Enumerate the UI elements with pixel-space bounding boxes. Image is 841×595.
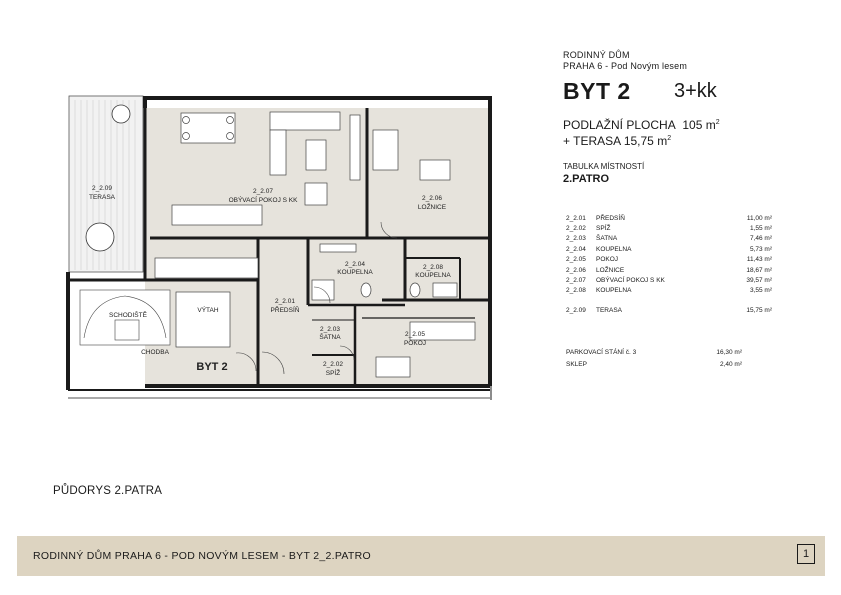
footer-bar: RODINNÝ DŮM PRAHA 6 - POD NOVÝM LESEM - … <box>17 536 825 576</box>
bedroom-name: LOŽNICE <box>418 202 447 211</box>
terrace-name: TERASA <box>89 194 116 201</box>
room-05-code: 2_2.05 <box>405 331 425 338</box>
room-table-title: TABULKA MÍSTNOSTÍ <box>563 162 645 171</box>
bathroom-04-name: KOUPELNA <box>337 269 373 276</box>
hall-name: PŘEDSÍŇ <box>271 305 300 314</box>
furniture <box>154 111 476 378</box>
terrace-area-unit-sup: 2 <box>667 135 672 142</box>
page-number: 1 <box>797 544 815 564</box>
bathroom-04-code: 2_2.04 <box>345 261 365 268</box>
cellar-label: SKLEP <box>566 361 587 368</box>
room-area: 1,55 m² <box>749 225 772 233</box>
room-name: OBÝVACÍ POKOJ S KK <box>596 277 665 285</box>
staircase <box>79 289 171 346</box>
room-name: KOUPELNA <box>596 287 632 295</box>
bathroom-08-code: 2_2.08 <box>423 264 443 271</box>
room-area: 39,57 m² <box>746 277 772 285</box>
room-code: 2_2.04 <box>566 245 586 253</box>
room-code: 2_2.07 <box>566 277 586 285</box>
room-table-floor: 2.PATRO <box>563 173 610 185</box>
pantry-name: SPÍŽ <box>326 368 340 377</box>
info-panel: RODINNÝ DŮM PRAHA 6 - Pod Novým lesem BY… <box>563 50 763 185</box>
floor-plan: 2_2.09 TERASA 2_2.07 OBÝVACÍ POKOJ S KK … <box>66 95 492 400</box>
room-code: 2_2.05 <box>566 256 586 264</box>
room-name: POKOJ <box>596 256 619 264</box>
room-area: 5,73 m² <box>749 245 772 253</box>
unit-entrance-label: BYT 2 <box>196 361 227 373</box>
cellar-row: SKLEP 2,40 m² <box>566 361 742 368</box>
table-row: 2_2.01 PŘEDSÍŇ 11,00 m² <box>566 213 772 223</box>
room-code: 2_2.09 <box>566 306 586 314</box>
parking-row: PARKOVACÍ STÁNÍ č. 3 16,30 m² <box>566 349 742 356</box>
room-area: 3,55 m² <box>749 287 772 295</box>
table-row: 2_2.04 KOUPELNA 5,73 m² <box>566 244 772 254</box>
unit-header: BYT 2 3+kk <box>563 78 763 108</box>
table-row: 2_2.05 POKOJ 11,43 m² <box>566 255 772 265</box>
terrace-deck <box>68 95 144 273</box>
room-05-name: POKOJ <box>404 340 426 347</box>
hall-code: 2_2.01 <box>275 298 295 305</box>
table-spacer <box>566 296 772 305</box>
terrace-area-line: + TERASA 15,75 m2 <box>563 132 763 148</box>
room-name: TERASA <box>596 306 623 314</box>
wardrobe-name: ŠATNA <box>319 332 341 341</box>
living-room-code: 2_2.07 <box>253 188 273 195</box>
footer-text: RODINNÝ DŮM PRAHA 6 - POD NOVÝM LESEM - … <box>33 550 371 562</box>
walls <box>66 96 492 400</box>
table-row: 2_2.08 KOUPELNA 3,55 m² <box>566 286 772 296</box>
room-area: 18,67 m² <box>746 266 772 274</box>
pantry-code: 2_2.02 <box>323 361 343 368</box>
table-row: 2_2.09 TERASA 15,75 m² <box>566 305 772 315</box>
cellar-area: 2,40 m² <box>719 361 742 368</box>
living-room-name: OBÝVACÍ POKOJ S KK <box>229 195 299 204</box>
parking-label: PARKOVACÍ STÁNÍ č. 3 <box>566 349 637 356</box>
floor-area-line: PODLAŽNÍ PLOCHA 105 m2 <box>563 116 763 132</box>
table-row: 2_2.07 OBÝVACÍ POKOJ S KK 39,57 m² <box>566 275 772 285</box>
bathroom-08-name: KOUPELNA <box>415 272 451 279</box>
unit-title: BYT 2 <box>563 78 631 104</box>
building-title: RODINNÝ DŮM <box>563 50 630 60</box>
room-code: 2_2.02 <box>566 225 586 233</box>
room-area: 15,75 m² <box>746 306 772 314</box>
terrace-area-value: 15,75 <box>623 134 654 148</box>
room-code: 2_2.01 <box>566 214 586 222</box>
terrace-code: 2_2.09 <box>92 185 112 192</box>
floor-area-value: 105 <box>682 118 703 132</box>
plan-caption: PŮDORYS 2.PATRA <box>53 485 163 497</box>
room-code: 2_2.06 <box>566 266 586 274</box>
room-area: 11,43 m² <box>746 256 772 264</box>
room-name: KOUPELNA <box>596 245 632 253</box>
room-name: LOŽNICE <box>596 266 625 274</box>
lift-label: VÝTAH <box>197 305 218 314</box>
room-area: 11,00 m² <box>746 214 772 222</box>
parking-area: 16,30 m² <box>716 349 742 356</box>
building-address: PRAHA 6 - Pod Novým lesem <box>563 61 688 71</box>
room-name: PŘEDSÍŇ <box>596 214 625 222</box>
stairs-label: SCHODIŠTĚ <box>109 310 148 319</box>
table-row: 2_2.02 SPÍŽ 1,55 m² <box>566 223 772 233</box>
bedroom-code: 2_2.06 <box>422 195 442 202</box>
unit-type: 3+kk <box>674 80 717 102</box>
room-area: 7,46 m² <box>749 235 772 243</box>
floor-area-label: PODLAŽNÍ PLOCHA <box>563 118 676 132</box>
terrace-area-unit: m <box>657 134 668 148</box>
room-name: ŠATNA <box>596 235 618 243</box>
room-code: 2_2.03 <box>566 235 586 243</box>
floor-area-unit: m <box>705 118 716 132</box>
room-name: SPÍŽ <box>596 225 611 233</box>
corridor-label: CHODBA <box>141 349 169 356</box>
floor-area-unit-sup: 2 <box>715 119 720 126</box>
terrace-area-label: + TERASA <box>563 134 621 148</box>
table-row: 2_2.06 LOŽNICE 18,67 m² <box>566 265 772 275</box>
room-code: 2_2.08 <box>566 287 586 295</box>
door-swings <box>235 221 398 375</box>
wardrobe-code: 2_2.03 <box>320 326 340 333</box>
table-row: 2_2.03 ŠATNA 7,46 m² <box>566 234 772 244</box>
